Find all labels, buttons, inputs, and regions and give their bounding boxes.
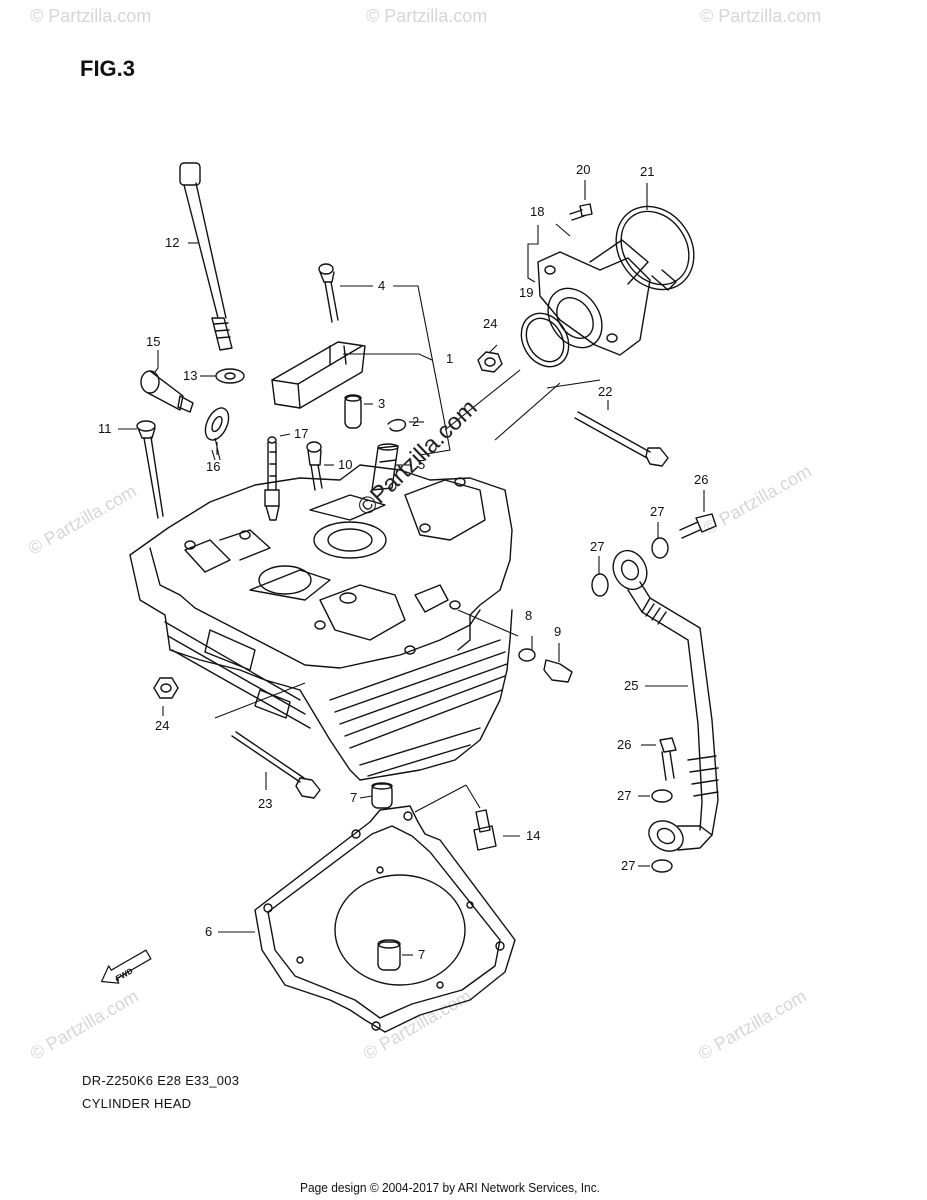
cylinder-head xyxy=(129,464,513,781)
screw-20 xyxy=(569,203,593,221)
callout-5: 5 xyxy=(418,457,425,472)
circlip xyxy=(387,418,407,432)
diagram-name: CYLINDER HEAD xyxy=(82,1096,192,1111)
callout-7a: 7 xyxy=(350,790,357,805)
callout-6: 6 xyxy=(205,924,212,939)
callout-26b: 26 xyxy=(617,737,631,752)
callout-2: 2 xyxy=(412,414,419,429)
callout-17: 17 xyxy=(294,426,308,441)
callout-27a: 27 xyxy=(650,504,664,519)
callout-7b: 7 xyxy=(418,947,425,962)
callout-19: 19 xyxy=(519,285,533,300)
bolt-11 xyxy=(136,420,164,519)
banjo-bolt-lower xyxy=(659,737,677,781)
callout-24b: 24 xyxy=(155,718,169,733)
callout-3: 3 xyxy=(378,396,385,411)
callout-14: 14 xyxy=(526,828,540,843)
figure-title: FIG.3 xyxy=(80,56,136,81)
watermark: © Partzilla.com xyxy=(700,6,822,26)
camshaft-holder xyxy=(271,341,366,409)
head-gasket xyxy=(254,805,516,1033)
callout-24a: 24 xyxy=(483,316,497,331)
callout-16: 16 xyxy=(206,459,220,474)
washer xyxy=(215,368,245,384)
bolt-23 xyxy=(231,731,321,799)
copyright-notice: Page design © 2004-2017 by ARI Network S… xyxy=(300,1180,601,1195)
oil-guide xyxy=(371,443,399,491)
callout-26a: 26 xyxy=(694,472,708,487)
washer-27 xyxy=(651,537,669,559)
callout-15: 15 xyxy=(146,334,160,349)
bolt-22 xyxy=(574,411,669,467)
callout-22: 22 xyxy=(598,384,612,399)
flange-bolt xyxy=(140,370,194,413)
bolt-4 xyxy=(318,263,339,323)
callout-23: 23 xyxy=(258,796,272,811)
callout-4: 4 xyxy=(378,278,385,293)
banjo-bolt-upper xyxy=(679,513,717,539)
washer-27 xyxy=(651,789,673,803)
callout-21: 21 xyxy=(640,164,654,179)
dowel-pin xyxy=(344,395,362,429)
model-code: DR-Z250K6 E28 E33_003 xyxy=(82,1073,240,1088)
callout-11: 11 xyxy=(98,421,112,436)
watermark: © Partzilla.com xyxy=(30,6,152,26)
nut-upper xyxy=(477,351,503,373)
callout-8: 8 xyxy=(525,608,532,623)
callout-27b: 27 xyxy=(590,539,604,554)
spark-plug xyxy=(264,436,280,521)
leader-lines xyxy=(118,180,705,956)
callout-25: 25 xyxy=(624,678,638,693)
nut-lower xyxy=(153,677,179,699)
washer-27 xyxy=(651,859,673,873)
bolt-9 xyxy=(543,659,573,683)
washer-27 xyxy=(591,573,609,597)
callout-9: 9 xyxy=(554,624,561,639)
o-ring xyxy=(520,312,570,368)
callout-27d: 27 xyxy=(621,858,635,873)
long-stud-bolt xyxy=(179,162,233,351)
bolt-10 xyxy=(306,441,323,491)
washer-8 xyxy=(518,648,536,662)
intake-pipe xyxy=(537,239,651,356)
oil-hose xyxy=(612,549,719,852)
callout-labels: 12 13 15 11 16 17 4 1 3 2 10 5 24 22 18 … xyxy=(98,162,708,962)
gasket-ring xyxy=(204,407,230,441)
callout-18: 18 xyxy=(530,204,544,219)
callout-27c: 27 xyxy=(617,788,631,803)
dowel-7 xyxy=(377,941,401,971)
front-mark-label: FWD xyxy=(114,966,134,983)
callout-1: 1 xyxy=(446,351,453,366)
callout-20: 20 xyxy=(576,162,590,177)
callout-13: 13 xyxy=(183,368,197,383)
bolt-14 xyxy=(473,809,497,851)
front-arrow xyxy=(101,949,152,984)
callout-10: 10 xyxy=(338,457,352,472)
hose-clamp xyxy=(615,205,695,291)
watermark: © Partzilla.com xyxy=(366,6,488,26)
callout-12: 12 xyxy=(165,235,179,250)
